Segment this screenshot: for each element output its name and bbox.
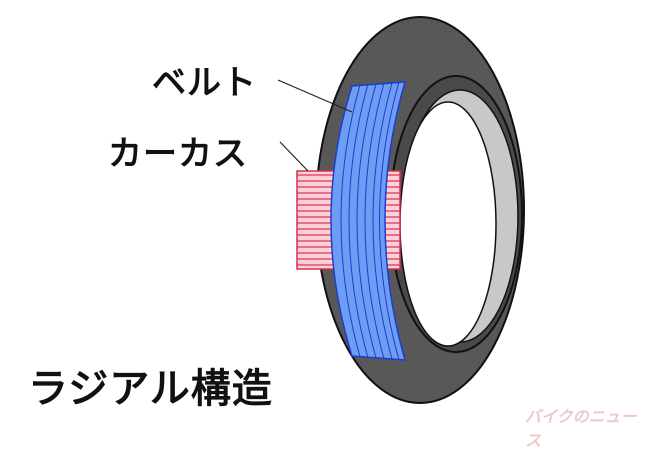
tire-diagram (277, 16, 525, 404)
belt-leader-line (277, 79, 353, 113)
carcass-label: カーカス (108, 134, 248, 174)
belt-band (330, 81, 407, 361)
carcass-leader-line (279, 141, 309, 172)
diagram-title: ラジアル構造 (28, 366, 273, 412)
watermark-logo: バイクのニュース (525, 407, 637, 450)
belt-label: ベルト (152, 63, 257, 103)
